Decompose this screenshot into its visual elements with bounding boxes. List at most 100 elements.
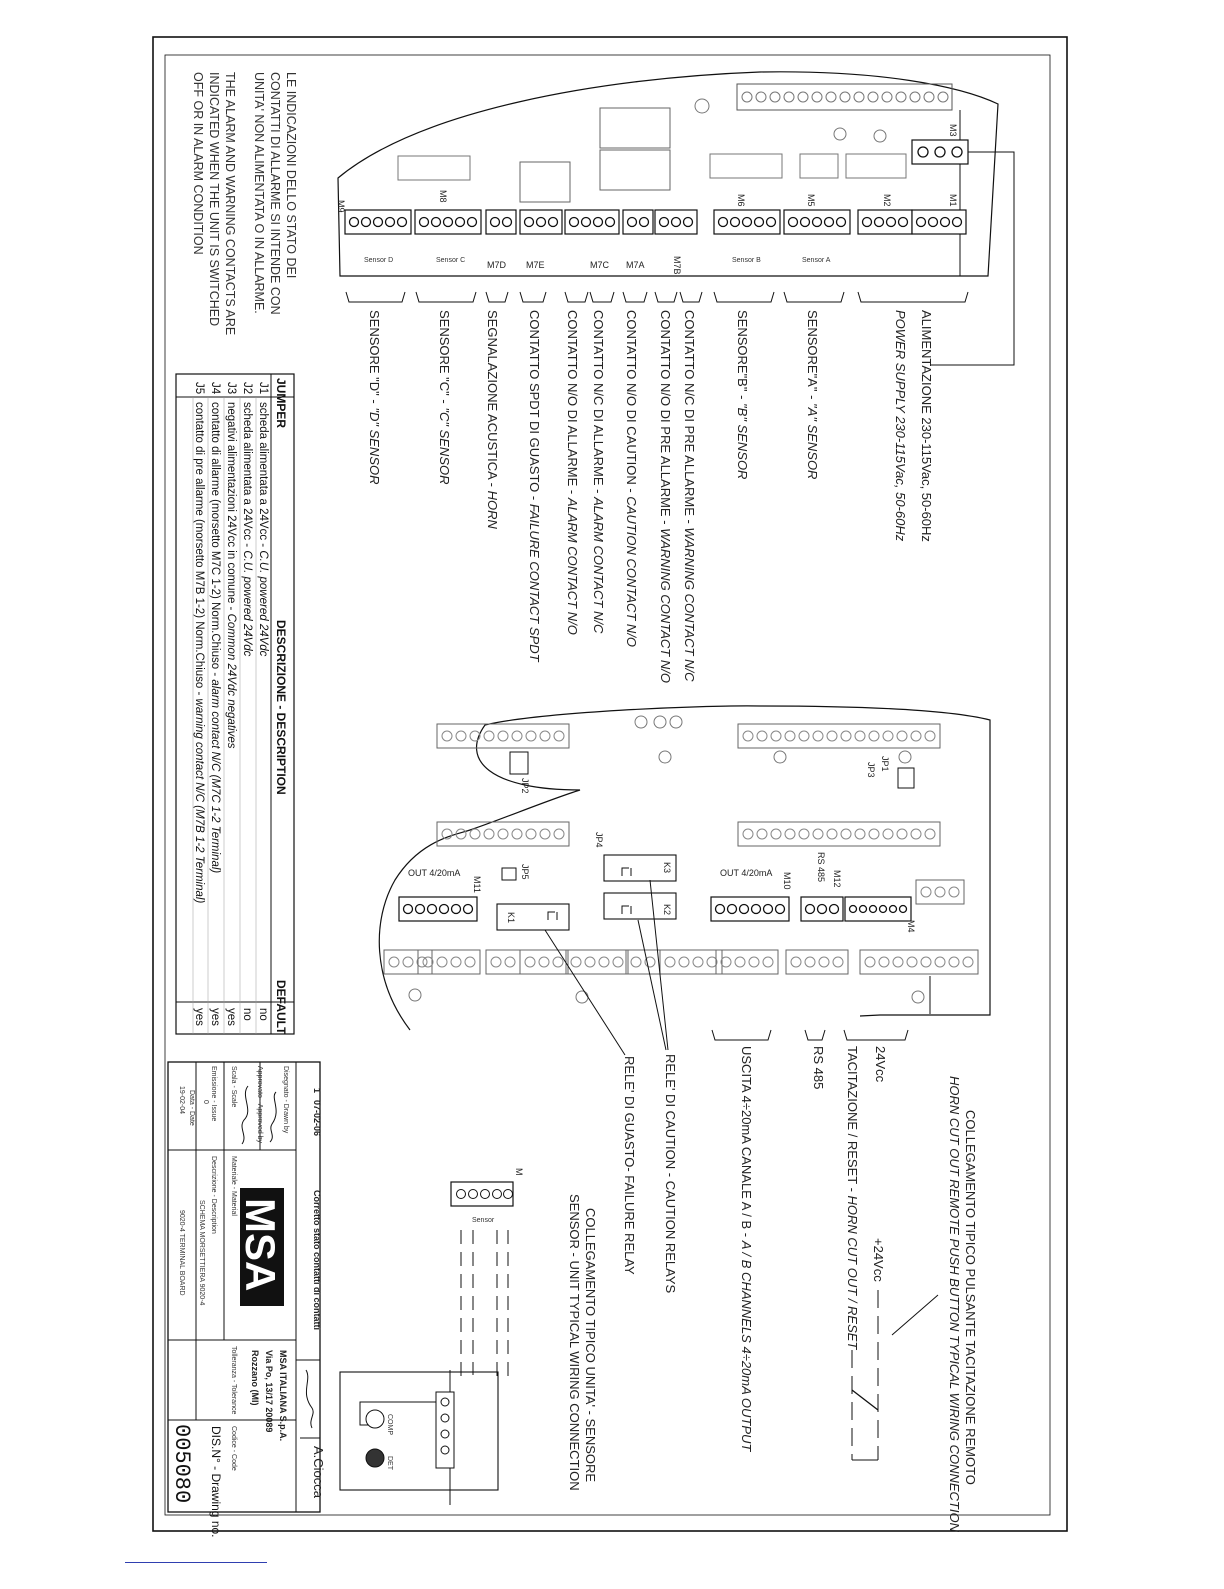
rs485-label: RS 485 [816, 852, 826, 882]
bracket [345, 291, 406, 303]
terminal-screw [468, 1189, 478, 1199]
terminal-m6 [713, 209, 781, 235]
callout-sensor-d: SENSORE "D" - "D" SENSOR [367, 310, 382, 485]
jumper-label-jp2: JP2 [520, 778, 530, 794]
pin-strip [565, 949, 629, 975]
callout-horn-reset: TACITAZIONE / RESET - HORN CUT OUT / RES… [845, 1046, 860, 1350]
callout-warning-no: CONTATTO N/O DI PRE ALLARME - WARNING CO… [658, 310, 673, 683]
title-block: 1 07-02-06 Corretto stato contatti di co… [167, 1061, 326, 1538]
author: A.Ciocca [311, 1446, 326, 1499]
pin [416, 956, 428, 968]
relay-top-2 [599, 149, 671, 191]
sensor-tag-b: Sensor B [732, 257, 761, 264]
terminal-label-m10: M10 [782, 872, 792, 890]
pin [756, 828, 768, 840]
pin [910, 730, 922, 742]
terminal-screw [440, 1429, 450, 1439]
terminal-screw [816, 903, 828, 915]
terminal-m11 [398, 896, 478, 922]
relay-k1 [496, 903, 570, 931]
approved-signature [241, 1085, 249, 1145]
bracket [485, 291, 509, 303]
terminal-label-m7b: M7B [672, 256, 682, 275]
bottom-board: K1 K2 K3 JP2 JP1 JP3 JP4 JP5 M11 M10 M12… [378, 705, 991, 1452]
terminal-screw [765, 216, 777, 228]
bracket [415, 291, 477, 303]
terminal-m7b [654, 209, 698, 235]
terminal-screw [503, 1189, 513, 1199]
bracket [654, 291, 678, 303]
sheet-frame [152, 36, 1068, 1532]
callout-rs485: RS 485 [811, 1046, 826, 1089]
pin-strip [519, 949, 569, 975]
wire [359, 1401, 436, 1426]
pin [748, 956, 760, 968]
terminal-screw [811, 216, 823, 228]
terminal-screw [828, 903, 840, 915]
terminal-screw [466, 216, 478, 228]
pin [924, 730, 936, 742]
terminal-screw [535, 216, 547, 228]
terminal-screw [750, 903, 762, 915]
code-label: Codice - Code [230, 1426, 237, 1471]
pin [878, 956, 890, 968]
pin [483, 828, 495, 840]
terminal-screw [888, 904, 898, 914]
terminal-screw [951, 216, 963, 228]
jumper-id: J2 [241, 382, 253, 394]
callout-24vcc: 24Vcc [873, 1046, 888, 1083]
terminal-screw [348, 216, 360, 228]
mount-hole [658, 750, 672, 764]
pin [497, 730, 509, 742]
relay-top-1 [599, 107, 671, 149]
terminal-screw [626, 216, 638, 228]
terminal-label-m7c: M7C [590, 260, 610, 270]
pin [553, 828, 565, 840]
table-header-description: DESCRIZIONE - DESCRIPTION [274, 620, 288, 795]
pin-strip [715, 949, 779, 975]
callout-brackets [345, 291, 969, 303]
table-row: J5 contatto di pre allarme (morsetto M7B… [193, 382, 205, 1026]
footer-rule [125, 1562, 267, 1563]
pin [511, 730, 523, 742]
bracket [564, 291, 589, 303]
terminal-screw [454, 216, 466, 228]
pin [832, 956, 844, 968]
pin [455, 828, 467, 840]
bracket [783, 291, 845, 303]
jumper-default: yes [193, 1008, 205, 1026]
issue-value: 0 [202, 1100, 209, 1104]
mount-hole [898, 750, 912, 764]
pin [455, 730, 467, 742]
pin [450, 956, 462, 968]
pin [804, 956, 816, 968]
terminal-screw [682, 216, 694, 228]
pin [896, 828, 908, 840]
terminal-screw [501, 216, 513, 228]
bracket [519, 291, 547, 303]
callout-power-it: ALIMENTAZIONE 230-115Vac, 50-60Hz [919, 310, 934, 542]
note-it-3: UNITA' NON ALIMENTATA O IN ALLARME. [252, 72, 266, 314]
company-line-1: MSA ITALIANA S.p.A. [278, 1350, 288, 1441]
pin [910, 828, 922, 840]
callout-failure-contact: CONTATTO SPDT DI GUASTO - FAILURE CONTAC… [527, 310, 542, 663]
pin-strip [659, 949, 723, 975]
jumper-desc: negativi alimentazioni 24Vcc in comune -… [225, 402, 237, 749]
jumper-label-jp3: JP3 [866, 762, 876, 778]
callout-caution-relays: RELE' DI CAUTION - CAUTION RELAYS [663, 1054, 678, 1293]
terminal-screw [873, 216, 885, 228]
board-outline-bottom [378, 705, 991, 1031]
leader-caution-relay [637, 919, 667, 1051]
terminal-label-m9: M9 [336, 200, 346, 213]
pin [692, 956, 704, 968]
pin [441, 730, 453, 742]
terminal-label-m6: M6 [736, 194, 746, 207]
terminal-screw [917, 146, 929, 158]
jumper-jp5 [501, 867, 517, 881]
jumper-table-frame [175, 373, 295, 1035]
pin [525, 828, 537, 840]
pin [720, 956, 732, 968]
power-lead [930, 151, 1015, 366]
pin [854, 730, 866, 742]
pin [812, 730, 824, 742]
